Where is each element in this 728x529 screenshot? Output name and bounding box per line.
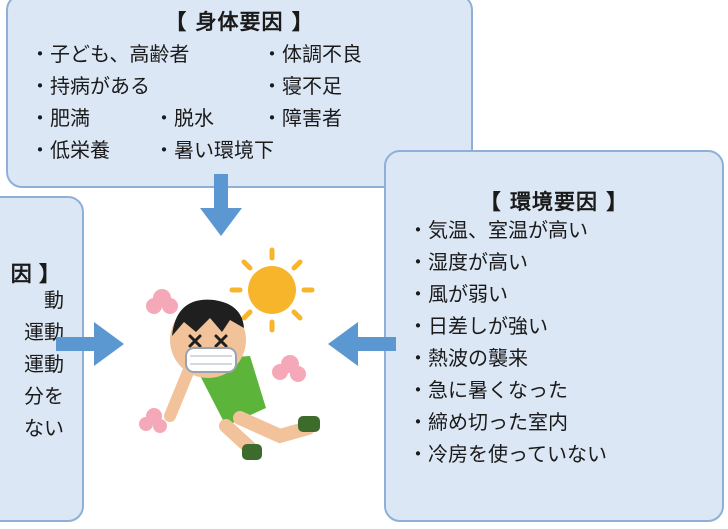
behavior-factors-box: 因 】 動 運動 運動 分を ない (0, 196, 84, 522)
environment-factors-title: 【 環境要因 】 (479, 190, 629, 214)
body-factor-item: ・暑い環境下 (154, 138, 274, 162)
body-factor-item: ・体調不良 (262, 42, 362, 66)
behavior-factors-title: 因 】 (10, 262, 60, 286)
body-factor-item: ・寝不足 (262, 74, 342, 98)
environment-factor-item: ・日差しが強い (408, 314, 548, 338)
body-factor-item: ・持病がある (30, 74, 150, 98)
environment-factor-item: ・熱波の襲来 (408, 346, 528, 370)
environment-factors-box: 【 環境要因 】 ・気温、室温が高い ・湿度が高い ・風が弱い ・日差しが強い … (384, 150, 724, 522)
environment-factor-item: ・冷房を使っていない (408, 442, 607, 466)
body-factor-item: ・低栄養 (30, 138, 110, 162)
heatstroke-person-illustration (139, 247, 320, 460)
body-factor-item: ・障害者 (262, 106, 342, 130)
environment-factor-item: ・気温、室温が高い (408, 218, 588, 242)
behavior-factor-item: 動 (44, 288, 64, 312)
arrow-right-icon (56, 322, 124, 366)
body-factor-item: ・脱水 (154, 106, 214, 130)
environment-factors-list: ・気温、室温が高い ・湿度が高い ・風が弱い ・日差しが強い ・熱波の襲来 ・急… (408, 214, 607, 470)
environment-factor-item: ・急に暑くなった (408, 378, 568, 402)
body-factors-title: 【 身体要因 】 (165, 10, 314, 34)
body-factor-item: ・子ども、高齢者 (30, 42, 190, 66)
sun-icon (229, 247, 315, 333)
behavior-factor-item: 運動 (24, 352, 64, 376)
arrow-down-icon (200, 174, 242, 236)
behavior-factor-item: 分を (24, 384, 64, 408)
environment-factor-item: ・締め切った室内 (408, 410, 568, 434)
environment-factor-item: ・湿度が高い (408, 250, 528, 274)
flower-icon (139, 289, 306, 433)
arrow-left-icon (328, 322, 396, 366)
behavior-factor-item: ない (24, 416, 64, 440)
body-factors-box: 【 身体要因 】 ・子ども、高齢者 ・体調不良 ・持病がある ・寝不足 ・肥満 … (6, 0, 473, 188)
environment-factor-item: ・風が弱い (408, 282, 508, 306)
body-factor-item: ・肥満 (30, 106, 90, 130)
behavior-factors-list: 動 運動 運動 分を ない (24, 284, 64, 444)
